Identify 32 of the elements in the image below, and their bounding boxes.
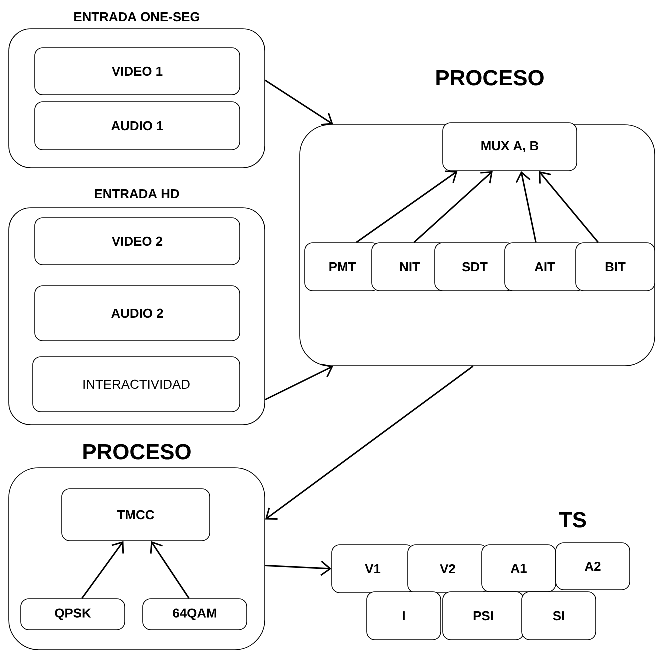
process-box: VIDEO 2 [34, 218, 240, 266]
arrow [539, 171, 599, 244]
process-box: SI [522, 592, 596, 640]
process-box: AUDIO 1 [34, 102, 240, 150]
arrow [265, 80, 334, 126]
process-box: QPSK [20, 598, 126, 630]
process-box: V2 [408, 544, 488, 594]
process-box: I [366, 592, 442, 640]
node-label: PROCESO [436, 70, 544, 86]
process-box: BIT [576, 242, 656, 292]
process-box: 64QAM [142, 598, 248, 630]
process-box: A2 [556, 542, 630, 590]
process-box: VIDEO 1 [34, 48, 240, 96]
process-box: INTERACTIVIDAD [32, 356, 240, 412]
arrow [265, 366, 474, 520]
node-label: PROCESO [84, 444, 191, 460]
process-box: V1 [332, 544, 414, 594]
process-box: PSI [442, 592, 524, 640]
heading: TS [559, 512, 586, 528]
node-label: ENTRADA HD [95, 190, 180, 198]
process-box: A1 [482, 544, 556, 592]
arrow [265, 364, 334, 401]
arrow [82, 541, 124, 600]
arrow [356, 170, 458, 244]
arrow [265, 560, 332, 576]
arrow [150, 541, 190, 599]
node-label: ENTRADA ONE-SEG [74, 12, 200, 22]
process-box: TMCC [62, 488, 210, 542]
process-box: MUX A, B [442, 122, 578, 172]
process-box: AUDIO 2 [34, 286, 240, 342]
arrow [516, 171, 537, 243]
arrow [414, 171, 493, 244]
